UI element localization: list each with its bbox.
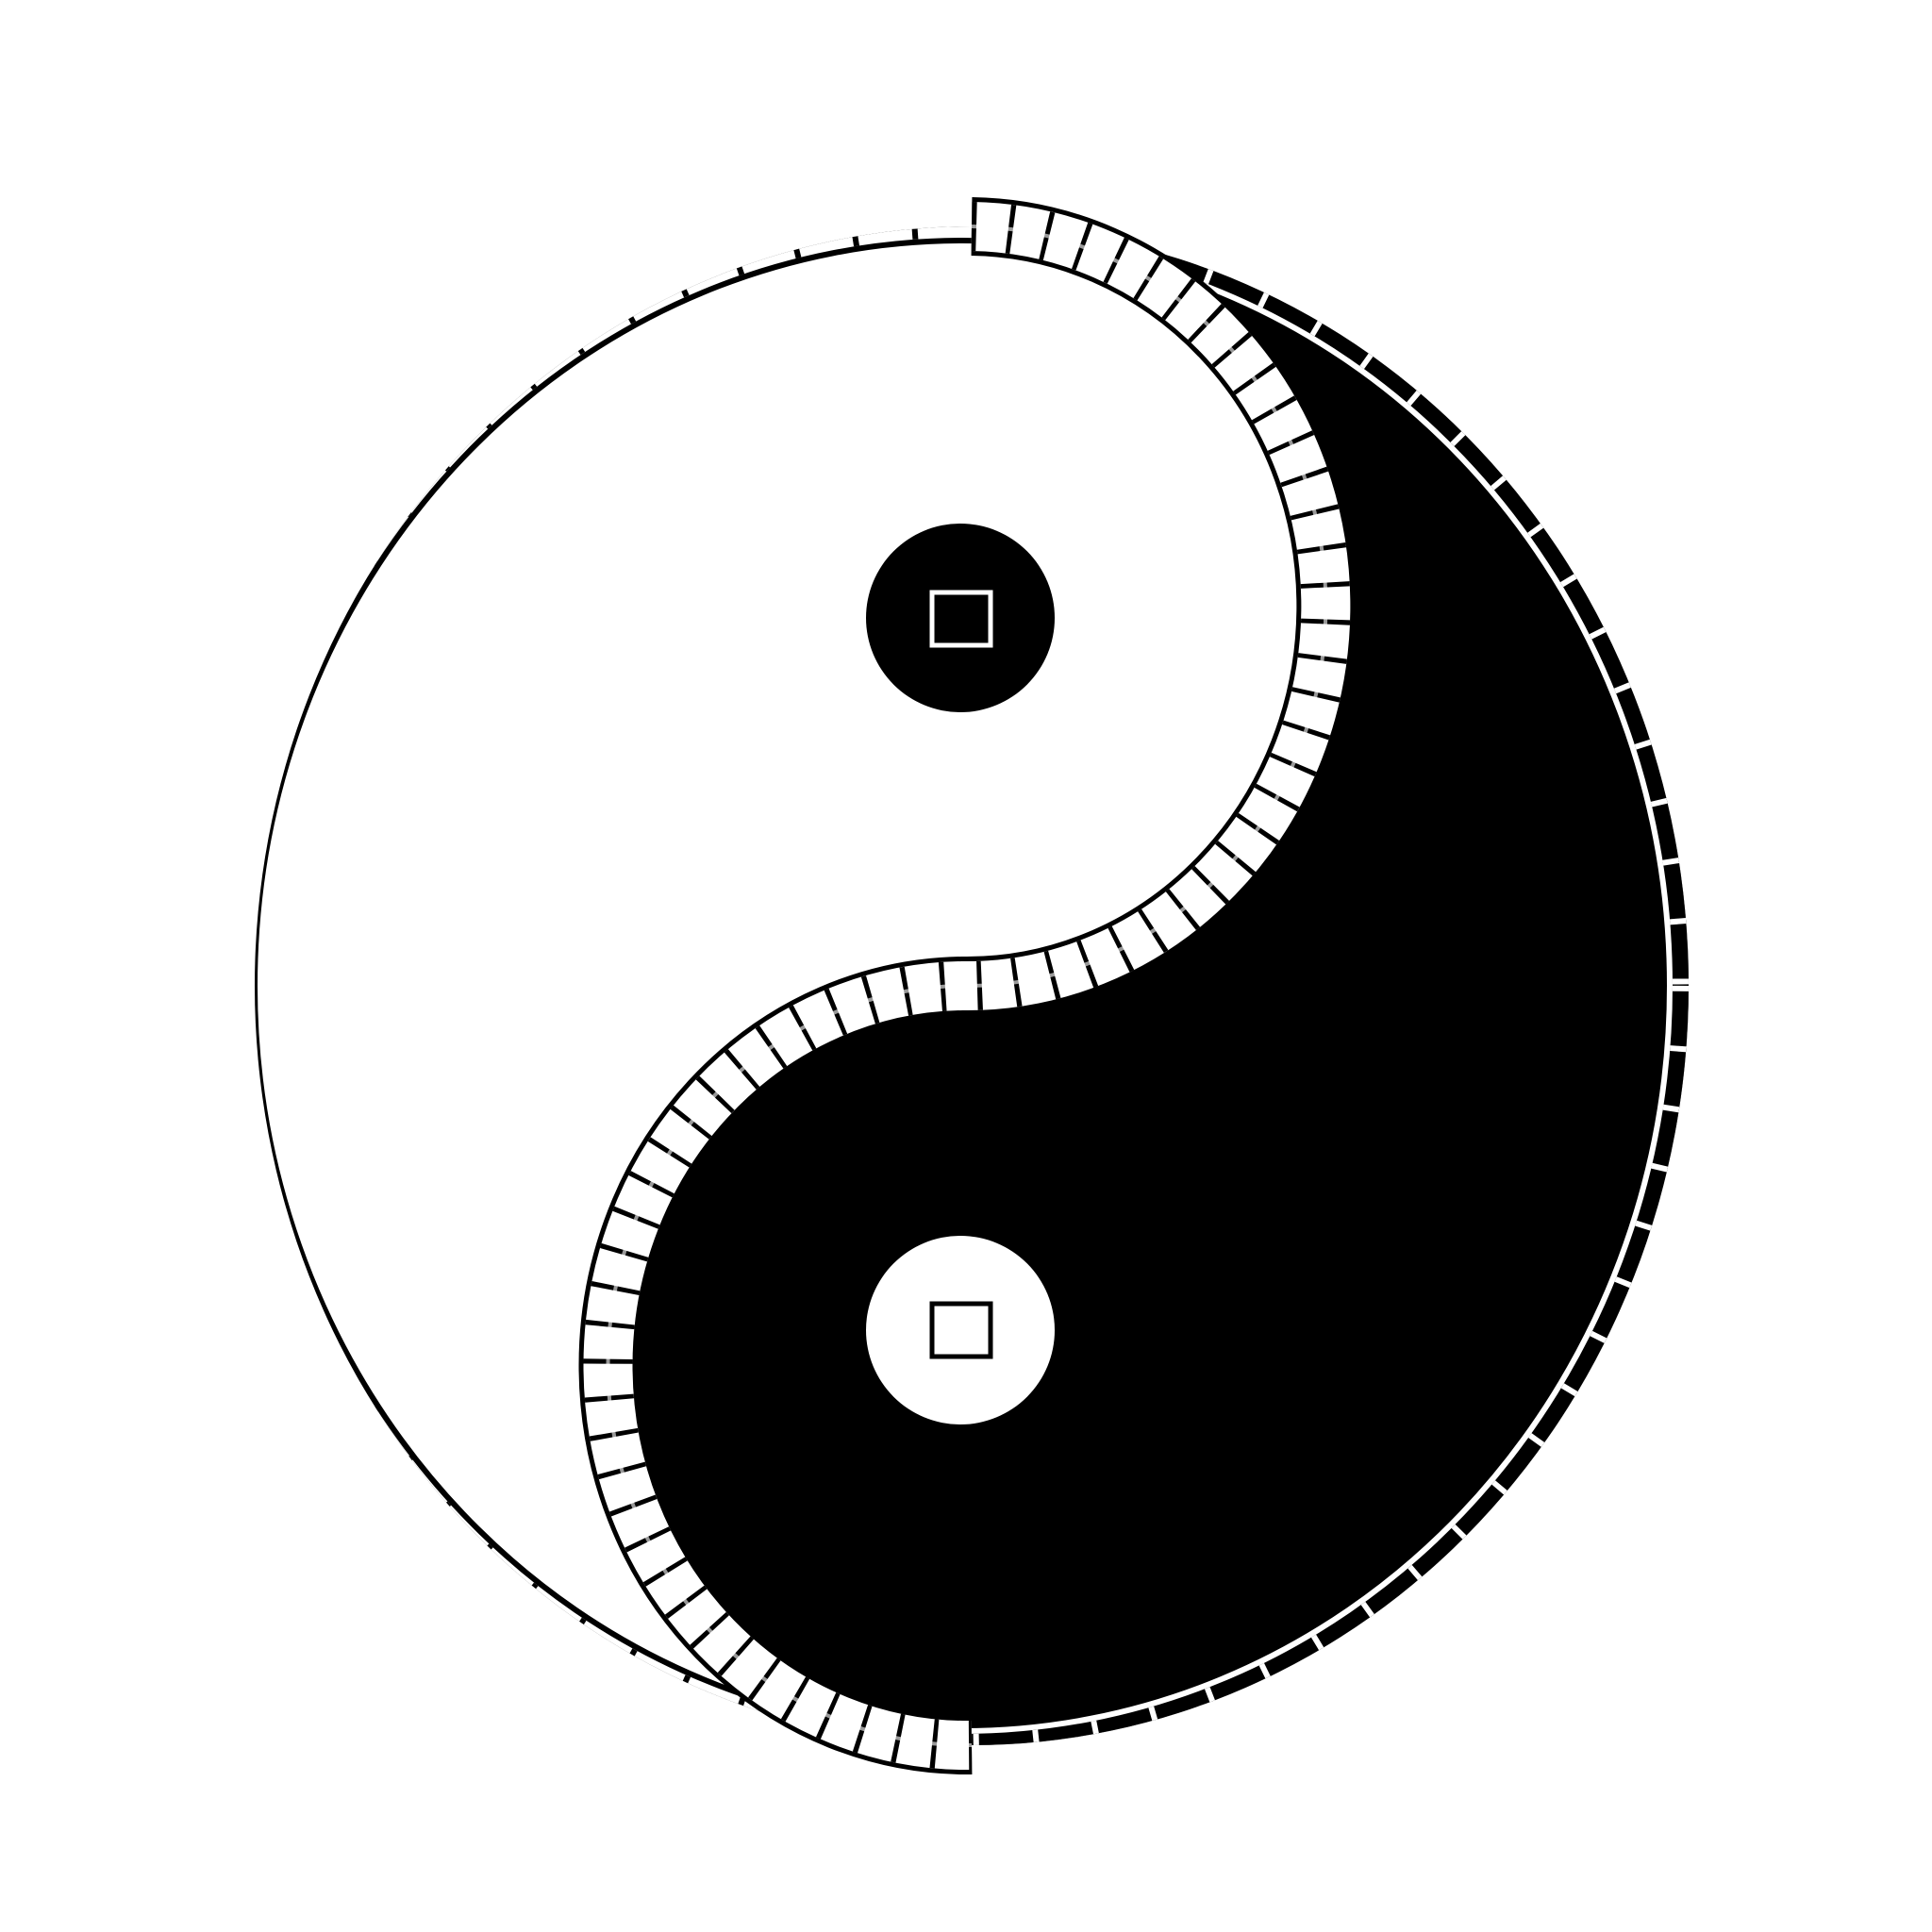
rope-s-curve bbox=[578, 197, 1356, 1775]
coin-icon bbox=[866, 1236, 1055, 1424]
coin-icon bbox=[866, 524, 1055, 712]
